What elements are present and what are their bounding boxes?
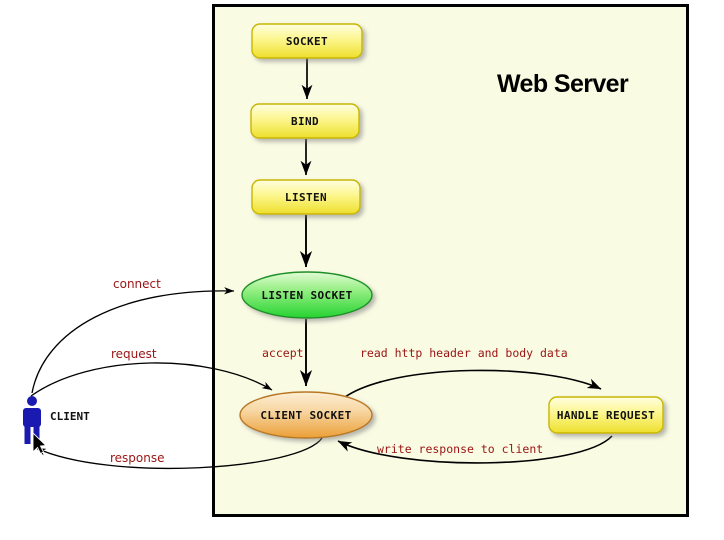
node-client-socket-label: CLIENT SOCKET — [260, 409, 351, 422]
edge-label-read-request: read http header and body data — [360, 346, 568, 360]
client-body-icon — [23, 408, 41, 427]
node-handle-request-label: HANDLE REQUEST — [557, 409, 655, 422]
client-leg-left-icon — [24, 425, 31, 444]
actor-client[interactable]: CLIENT — [23, 396, 90, 444]
node-bind[interactable]: BIND — [250, 103, 360, 139]
edge-response: response — [35, 437, 323, 470]
edge-label-request: request — [111, 347, 157, 361]
node-client-socket[interactable]: CLIENT SOCKET — [239, 391, 373, 439]
node-socket-label: SOCKET — [286, 35, 328, 48]
edge-label-response: response — [110, 451, 165, 465]
edge-read-request: read http header and body data — [344, 346, 602, 398]
node-listen-socket[interactable]: LISTEN SOCKET — [241, 271, 373, 319]
edge-label-accept: accept — [262, 346, 304, 360]
node-listen-label: LISTEN — [285, 191, 327, 204]
node-handle-request[interactable]: HANDLE REQUEST — [548, 396, 664, 434]
node-socket[interactable]: SOCKET — [251, 23, 363, 59]
edge-connect: connect — [31, 277, 235, 394]
edge-accept: accept — [262, 319, 313, 387]
edge-label-write-response: write response to client — [377, 442, 543, 456]
edge-request: request — [30, 347, 273, 397]
client-leg-right-icon — [33, 425, 40, 444]
actor-client-label: CLIENT — [50, 410, 90, 423]
node-listen[interactable]: LISTEN — [251, 179, 361, 215]
edge-label-connect: connect — [113, 277, 161, 291]
mouse-cursor-icon — [32, 431, 48, 455]
node-bind-label: BIND — [291, 115, 319, 128]
client-head-icon — [27, 396, 37, 406]
node-listen-socket-label: LISTEN SOCKET — [261, 289, 352, 302]
page-title: Web Server — [497, 70, 629, 98]
edge-write-response: write response to client — [337, 435, 613, 464]
